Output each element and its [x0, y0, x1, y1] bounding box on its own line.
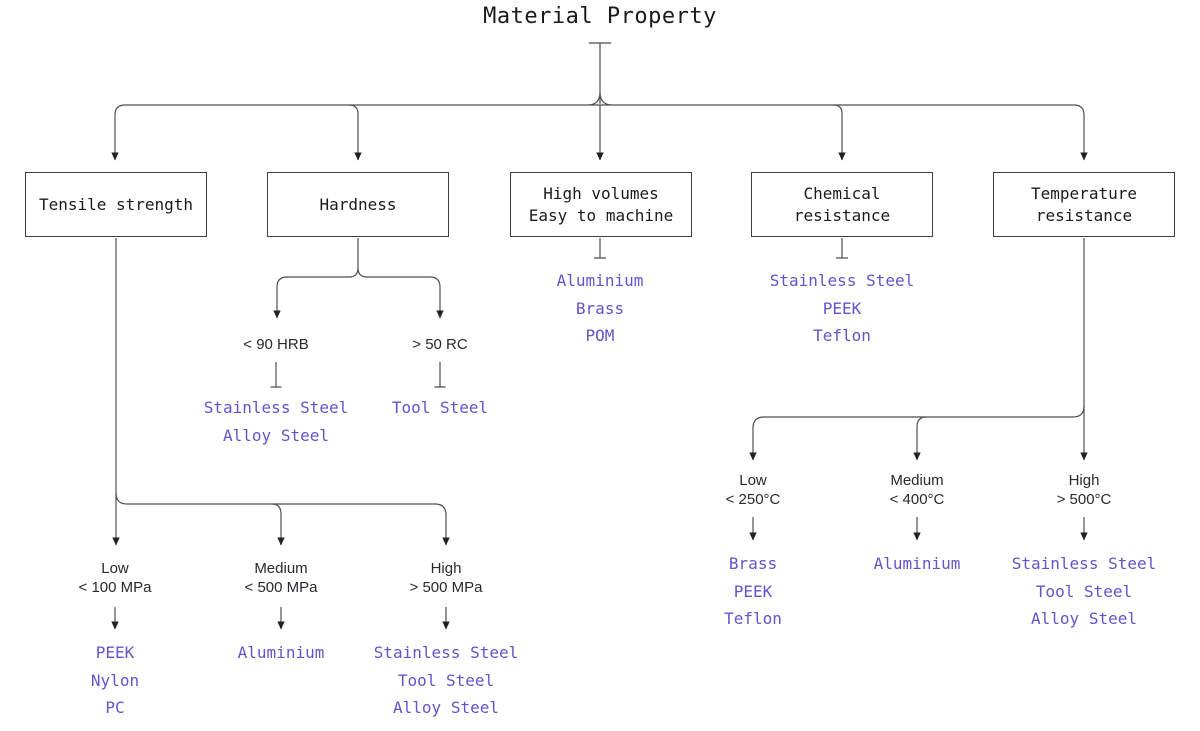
material: Stainless Steel — [373, 643, 519, 662]
material: Stainless Steel — [203, 398, 349, 417]
material: PC — [105, 698, 125, 717]
edge-title-flare-left — [587, 91, 601, 106]
node-label-line: High volumes — [543, 183, 659, 203]
node-label-line: resistance — [793, 205, 891, 225]
material: PEEK — [733, 581, 773, 601]
material: Brass — [575, 298, 625, 318]
condition-temp-high: High > 500°C — [1057, 471, 1112, 509]
material: Brass — [728, 554, 778, 573]
materials-tensile-low: PEEK Nylon PC — [91, 639, 139, 722]
condition-level: Low — [101, 560, 129, 577]
condition-threshold: > 50 RC — [412, 336, 468, 353]
condition-hardness-rc: > 50 RC — [412, 335, 467, 354]
edge-temp-medium — [913, 416, 927, 461]
material: Nylon — [90, 670, 140, 690]
condition-level: Low — [739, 472, 767, 489]
node-label-line: resistance — [1035, 205, 1133, 225]
material: PEEK — [95, 643, 135, 662]
condition-threshold: < 500 MPa — [244, 579, 318, 596]
edge-hardness-left — [273, 238, 359, 319]
material: POM — [585, 326, 615, 345]
condition-tensile-medium: Medium < 500 MPa — [245, 559, 318, 597]
condition-threshold: < 250°C — [725, 491, 781, 508]
node-tensile-strength: Tensile strength — [25, 172, 207, 237]
material: Alloy Steel — [1031, 609, 1137, 628]
node-hardness: Hardness — [267, 172, 449, 237]
edge-title-flare-right — [599, 91, 613, 106]
material: Alloy Steel — [393, 698, 499, 717]
material: Tool Steel — [1035, 581, 1133, 601]
materials-chemical: Stainless Steel PEEK Teflon — [770, 267, 915, 350]
condition-level: Medium — [890, 472, 944, 489]
condition-level: Medium — [254, 560, 308, 577]
diagram-title: Material Property — [483, 4, 717, 29]
material: Aluminium — [237, 643, 325, 662]
materials-temp-medium: Aluminium — [874, 550, 961, 578]
condition-threshold: < 90 HRB — [243, 336, 309, 353]
node-temperature-resistance: Temperature resistance — [993, 172, 1175, 237]
material: Stainless Steel — [769, 271, 915, 290]
condition-level: High — [1068, 472, 1100, 489]
material: Alloy Steel — [223, 425, 329, 445]
condition-temp-medium: Medium < 400°C — [890, 471, 945, 509]
node-machinability: High volumes Easy to machine — [510, 172, 692, 237]
node-label: Tensile strength — [38, 194, 194, 214]
edge-rc-tee — [434, 362, 446, 388]
material: Aluminium — [873, 554, 961, 573]
condition-threshold: > 500°C — [1056, 491, 1112, 508]
material: Teflon — [813, 326, 871, 345]
edge-hrb-tee — [270, 362, 282, 388]
condition-threshold: > 500 MPa — [409, 579, 483, 596]
material: Aluminium — [556, 271, 644, 290]
condition-temp-low: Low < 250°C — [726, 471, 781, 509]
edge-machinability-tee — [594, 238, 606, 259]
material: Stainless Steel — [1011, 554, 1157, 573]
node-label: Hardness — [319, 194, 397, 214]
material: Tool Steel — [391, 398, 489, 417]
edge-to-hardness — [348, 104, 362, 161]
materials-hardness-rc: Tool Steel — [392, 394, 488, 422]
material: PEEK — [822, 298, 862, 318]
edge-hardness-right — [357, 267, 444, 319]
materials-temp-low: Brass PEEK Teflon — [724, 550, 782, 633]
material: Teflon — [724, 609, 782, 628]
condition-level: High — [430, 560, 462, 577]
materials-machinability: Aluminium Brass POM — [557, 267, 644, 350]
condition-tensile-low: Low < 100 MPa — [79, 559, 152, 597]
condition-threshold: < 100 MPa — [78, 579, 152, 596]
edge-chemical-tee — [836, 238, 848, 259]
condition-threshold: < 400°C — [889, 491, 945, 508]
node-label-line: Chemical — [803, 183, 881, 203]
edge-temp-branch — [749, 405, 1085, 461]
materials-temp-high: Stainless Steel Tool Steel Alloy Steel — [1012, 550, 1157, 633]
condition-tensile-high: High > 500 MPa — [410, 559, 483, 597]
materials-tensile-high: Stainless Steel Tool Steel Alloy Steel — [374, 639, 519, 722]
materials-hardness-hrb: Stainless Steel Alloy Steel — [204, 394, 349, 449]
edge-tensile-branch — [115, 492, 450, 546]
node-label-line: Temperature — [1031, 183, 1137, 203]
material: Tool Steel — [397, 670, 495, 690]
edge-to-chemical — [833, 104, 846, 161]
edge-tensile-medium — [271, 503, 285, 546]
node-chemical-resistance: Chemical resistance — [751, 172, 933, 237]
condition-hardness-hrb: < 90 HRB — [243, 335, 308, 354]
materials-tensile-medium: Aluminium — [238, 639, 325, 667]
node-label-line: Easy to machine — [528, 205, 674, 225]
